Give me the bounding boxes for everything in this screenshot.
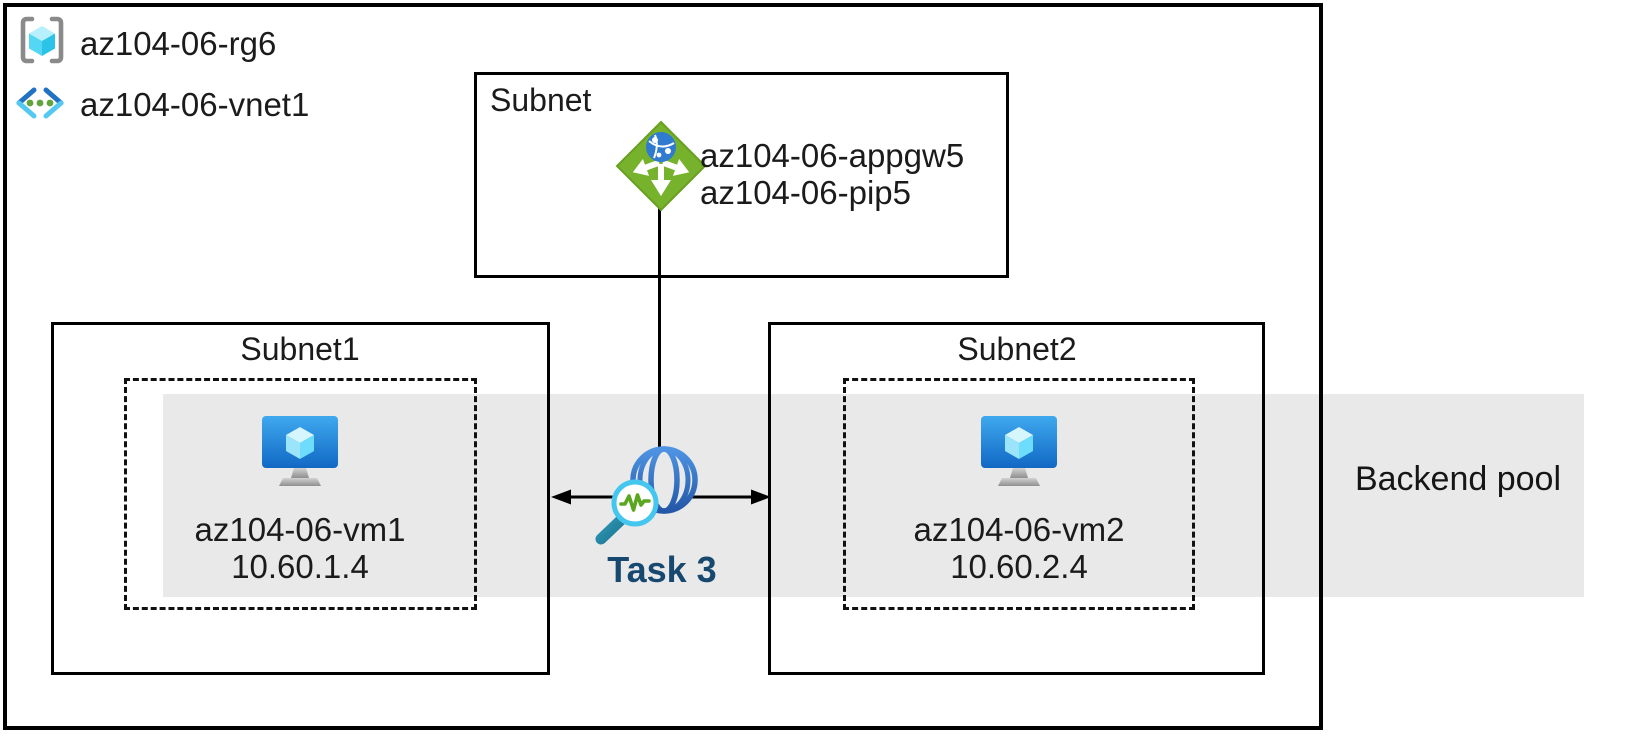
magnifier-handle bbox=[595, 513, 628, 545]
backend-pool-label: Backend pool bbox=[1354, 460, 1562, 498]
gateway-labels: az104-06-appgw5 az104-06-pip5 bbox=[700, 137, 964, 211]
vm1-name: az104-06-vm1 bbox=[194, 511, 406, 548]
subnet2-title: Subnet2 bbox=[957, 331, 1077, 367]
vm1-icon bbox=[262, 416, 338, 486]
gateway-subnet-title: Subnet bbox=[490, 82, 592, 118]
subnet2-dashed-group bbox=[843, 378, 1195, 610]
application-gateway-icon bbox=[615, 120, 707, 212]
vm1-ip: 10.60.1.4 bbox=[231, 548, 369, 585]
subnet2-box bbox=[768, 322, 1265, 675]
vm2-ip: 10.60.2.4 bbox=[950, 548, 1088, 585]
resource-group-icon bbox=[20, 16, 64, 64]
subnet1-title: Subnet1 bbox=[240, 331, 360, 367]
resource-group-label: az104-06-rg6 bbox=[80, 25, 277, 62]
vm2-icon bbox=[981, 416, 1057, 486]
appgw-connector-line bbox=[658, 206, 661, 460]
vnet-icon bbox=[16, 87, 64, 119]
globe-probe-icon bbox=[595, 446, 698, 545]
subnet1-box bbox=[51, 322, 550, 675]
resource-group-boundary bbox=[3, 3, 1323, 730]
appgw-name: az104-06-appgw5 bbox=[700, 137, 965, 174]
task-label: Task 3 bbox=[607, 549, 717, 590]
vnet-label: az104-06-vnet1 bbox=[80, 86, 310, 123]
vm2-name: az104-06-vm2 bbox=[913, 511, 1125, 548]
vm2-labels: az104-06-vm2 10.60.2.4 bbox=[869, 511, 1169, 585]
pip-name: az104-06-pip5 bbox=[700, 174, 911, 211]
backend-pool-band bbox=[163, 394, 1584, 597]
vm1-labels: az104-06-vm1 10.60.1.4 bbox=[150, 511, 450, 585]
gateway-subnet-box bbox=[474, 72, 1009, 278]
subnet1-dashed-group bbox=[124, 378, 477, 610]
probe-pulse-line bbox=[619, 493, 651, 512]
